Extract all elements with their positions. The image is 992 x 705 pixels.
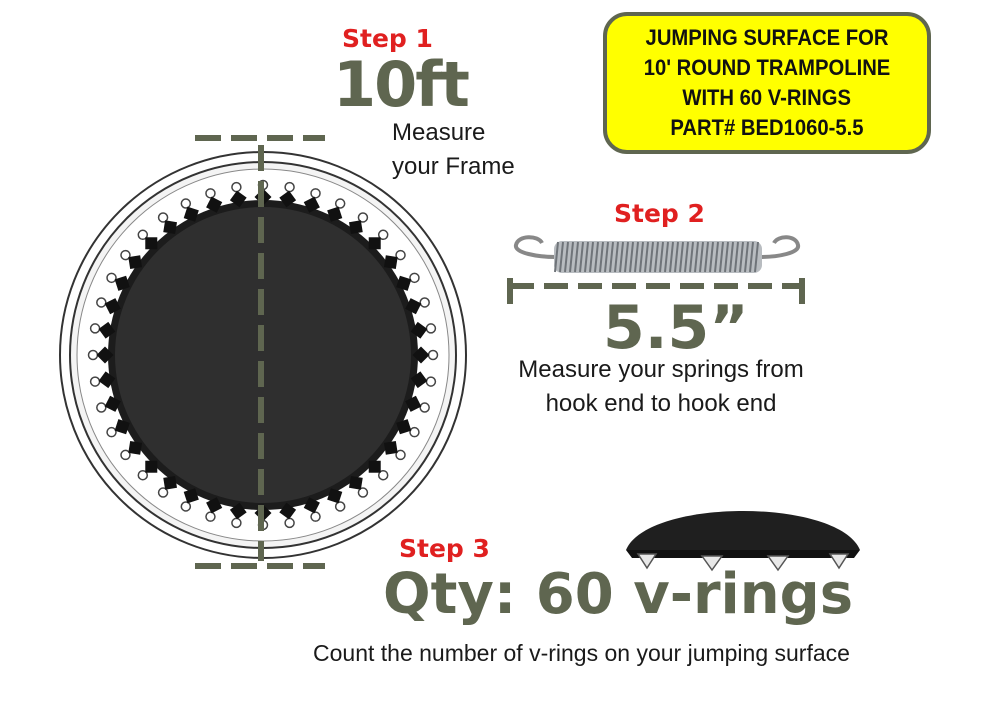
- step2-desc-line-2: hook end to hook end: [545, 390, 777, 417]
- step3-label: Step 3: [399, 534, 490, 563]
- spring-measure-line: [507, 278, 805, 304]
- step1-desc-line-1: Measure: [392, 119, 486, 146]
- step2-value: 5.5”: [603, 293, 749, 363]
- step3-description: Count the number of v-rings on your jump…: [313, 640, 850, 666]
- product-title-box: JUMPING SURFACE FOR 10' ROUND TRAMPOLINE…: [603, 12, 931, 154]
- title-line-1: JUMPING SURFACE FOR: [645, 25, 889, 50]
- step2-description: Measure your springs from hook end to ho…: [516, 353, 806, 421]
- step1-description: Measure your Frame: [392, 116, 515, 184]
- step1-value: 10ft: [333, 48, 470, 121]
- trampoline-image: [59, 151, 467, 559]
- spring-image: [514, 235, 800, 273]
- step2-label: Step 2: [614, 199, 705, 228]
- title-line-4: PART# BED1060-5.5: [670, 115, 864, 140]
- step3-value: Qty: 60 v-rings: [383, 562, 854, 627]
- step1-desc-line-2: your Frame: [392, 153, 515, 180]
- step1-label: Step 1: [342, 24, 433, 53]
- v-ring-mat-image: [626, 511, 860, 572]
- frame-measure-lines: [195, 135, 325, 569]
- title-line-2: 10' ROUND TRAMPOLINE: [643, 55, 891, 80]
- step2-desc-line-1: Measure your springs from: [518, 356, 804, 383]
- title-line-3: WITH 60 V-RINGS: [682, 85, 852, 110]
